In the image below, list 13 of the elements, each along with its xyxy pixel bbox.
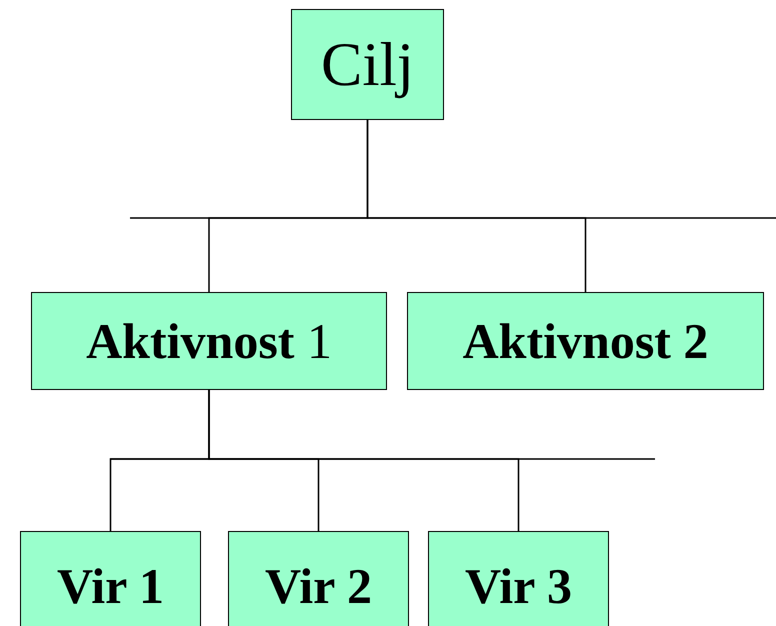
connector-line (208, 390, 520, 531)
connector-line (366, 120, 586, 292)
node-label: Vir 3 (465, 561, 572, 611)
node-box (228, 531, 409, 626)
node-label: Vir 1 (57, 561, 164, 611)
node-box (291, 9, 444, 120)
node-box (428, 531, 609, 626)
node-box (31, 292, 387, 390)
node-box (20, 531, 201, 626)
node-box (407, 292, 764, 390)
node-label: Vir 2 (265, 561, 372, 611)
node-label: Aktivnost 1 (86, 316, 332, 366)
node-label: Aktivnost 2 (462, 316, 708, 366)
